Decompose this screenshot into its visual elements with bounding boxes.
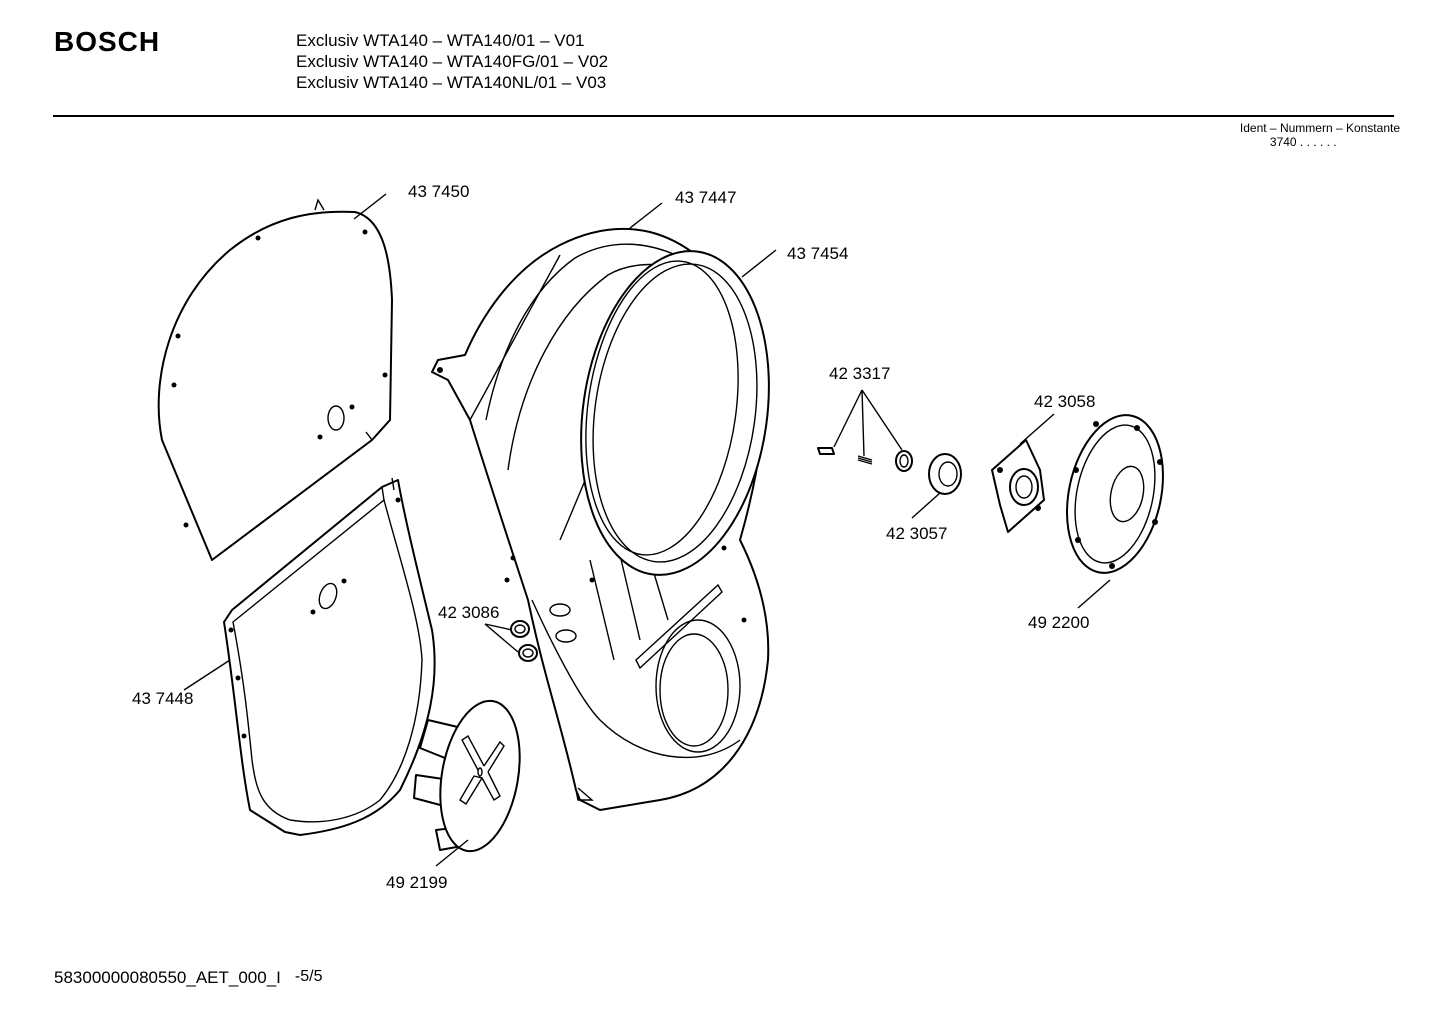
label-492200: 49 2200 bbox=[1028, 613, 1089, 632]
header-divider bbox=[53, 115, 1394, 117]
label-437447: 43 7447 bbox=[675, 188, 736, 207]
label-423058: 42 3058 bbox=[1034, 392, 1095, 411]
part-fan-impeller bbox=[413, 699, 521, 853]
part-grommets bbox=[510, 620, 538, 662]
page-number: -5/5 bbox=[294, 968, 323, 985]
label-423057: 42 3057 bbox=[886, 524, 947, 543]
footer: 58300000080550_AET_000_I -5/5 bbox=[54, 968, 322, 988]
label-423086: 42 3086 bbox=[438, 603, 499, 622]
part-bearing bbox=[928, 453, 962, 495]
label-437454: 43 7454 bbox=[787, 244, 848, 263]
ident-label: Ident – Nummern – Konstante bbox=[1239, 121, 1400, 135]
model-title-block: Exclusiv WTA140 – WTA140/01 – V01 Exclus… bbox=[296, 30, 608, 93]
model-line-1: Exclusiv WTA140 – WTA140/01 – V01 bbox=[296, 31, 585, 50]
label-437450: 43 7450 bbox=[408, 182, 469, 201]
part-pin-spring-ring bbox=[817, 447, 913, 472]
label-437448: 43 7448 bbox=[132, 689, 193, 708]
bosch-logo: BOSCH bbox=[54, 26, 161, 57]
ident-value: 3740 . . . . . . bbox=[1269, 135, 1337, 149]
model-line-2: Exclusiv WTA140 – WTA140FG/01 – V02 bbox=[296, 52, 609, 71]
part-rear-cover-plate bbox=[157, 198, 393, 561]
ident-block: Ident – Nummern – Konstante 3740 . . . .… bbox=[1240, 121, 1400, 149]
label-492199: 49 2199 bbox=[386, 873, 447, 892]
part-drum-ring bbox=[580, 250, 770, 576]
document-id: 58300000080550_AET_000_I bbox=[54, 968, 281, 987]
part-seal-frame bbox=[223, 477, 436, 836]
part-labels: 43 7450 43 7447 43 7454 42 3317 42 3058 … bbox=[132, 182, 1095, 892]
leader-lines bbox=[183, 193, 1111, 867]
model-line-3: Exclusiv WTA140 – WTA140NL/01 – V03 bbox=[296, 73, 607, 92]
label-423317: 42 3317 bbox=[829, 364, 890, 383]
part-flange-plate bbox=[1066, 414, 1164, 574]
part-bearing-bracket bbox=[991, 439, 1045, 533]
